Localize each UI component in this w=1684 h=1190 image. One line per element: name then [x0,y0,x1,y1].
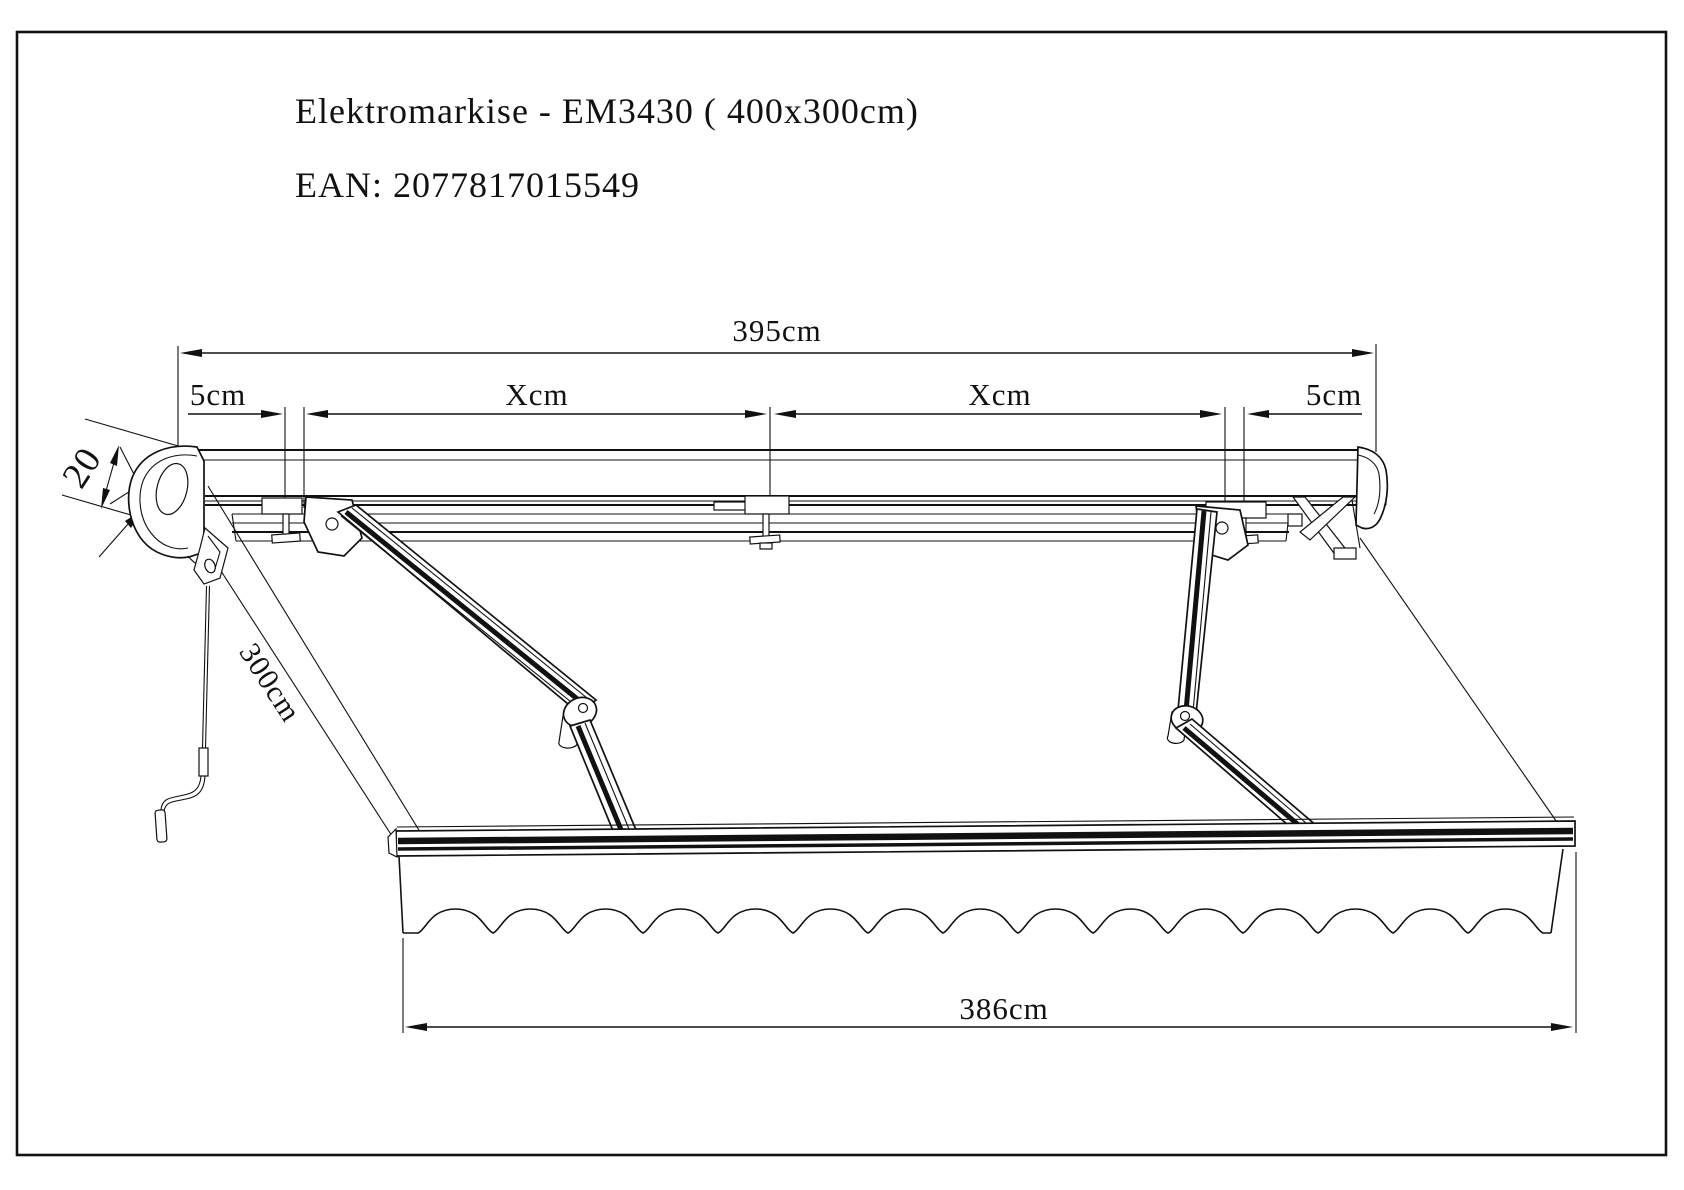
dimension-front-bar-width: 386cm [402,852,1577,1033]
cassette-left-end-cap [127,445,213,568]
dimension-offsets-row: 5cm Xcm Xcm 5cm [188,377,1362,512]
total-width-label: 395cm [732,313,821,348]
front-bar-width-label: 386cm [959,991,1048,1026]
cassette-size-label: 20 [55,440,111,495]
right-offset-label: 5cm [1306,377,1362,412]
right-span-label: Xcm [968,377,1031,412]
product-title-text: Elektromarkise - EM3430 ( 400x300cm) [295,91,919,131]
crank-handle [154,526,229,843]
front-bar [387,816,1576,858]
valance [398,848,1564,934]
left-bracket [261,497,303,544]
left-span-label: Xcm [505,377,568,412]
dimension-projection: 300cm [233,638,308,729]
right-arm [1166,505,1320,840]
center-bracket [713,495,790,550]
left-offset-label: 5cm [190,377,246,412]
dimension-total-width: 395cm [177,313,1377,452]
projection-label: 300cm [233,638,308,729]
right-support-bracket [1287,496,1361,560]
sheet-border [15,30,1668,1157]
title-block: Elektromarkise - EM3430 ( 400x300cm) EAN… [295,91,919,205]
ean-text: EAN: 2077817015549 [295,165,640,205]
folding-arms [303,496,1320,840]
cassette-right-end-cap [1287,446,1389,560]
awning-cassette [196,449,1387,542]
left-arm [303,496,638,840]
